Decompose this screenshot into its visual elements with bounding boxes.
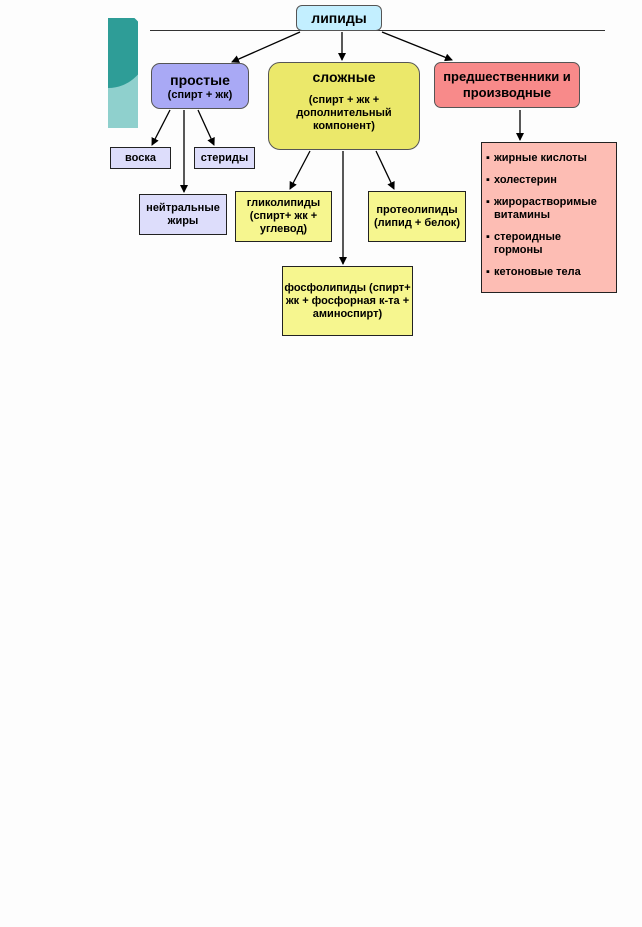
derivatives-list-item-label: кетоновые тела [494, 266, 581, 278]
decorative-circles [108, 18, 138, 128]
arrow-simple-steroids [197, 109, 215, 146]
derivatives-list-item: ▪ жирорастворимые витамины [486, 196, 612, 222]
arrow-simple-waxes [151, 109, 171, 146]
derivatives-list-item-label: стероидные гормоны [494, 231, 561, 256]
node-neutral-fats-label: нейтральные жиры [146, 201, 220, 227]
derivatives-list-item: ▪ стероидные гормоны [486, 231, 612, 257]
derivatives-list-item-label: жирные кислоты [494, 152, 587, 164]
node-glycolipids-label: гликолипиды (спирт+ жк + углевод) [246, 197, 321, 235]
decorative-circle-teal [108, 18, 138, 88]
bullet-icon: ▪ [486, 196, 490, 208]
node-complex-title: сложные [312, 69, 376, 85]
node-simple-title: простые [170, 71, 230, 88]
node-proteolipids: протеолипиды (липид + белок) [368, 191, 466, 242]
arrow-complex-proteo [375, 150, 395, 190]
derivatives-list-item: ▪ кетоновые тела [486, 266, 612, 279]
bullet-icon: ▪ [486, 266, 490, 278]
node-derivatives-title: предшественники и производные [443, 69, 571, 100]
node-complex-subtitle: (спирт + жк + дополнительный компонент) [296, 94, 392, 132]
node-steroids-label: стериды [200, 151, 249, 164]
node-lipids-label: липиды [311, 10, 367, 26]
arrow-complex-glyco [289, 150, 311, 190]
node-neutral-fats: нейтральные жиры [139, 194, 227, 235]
derivatives-list-item-label: жирорастворимые витамины [494, 196, 597, 221]
derivatives-list: ▪ жирные кислоты ▪ холестерин ▪ жирораст… [481, 142, 617, 293]
node-simple-subtitle: (спирт + жк) [167, 88, 233, 101]
arrow-root-derivatives [381, 31, 453, 62]
bullet-icon: ▪ [486, 174, 490, 186]
node-derivatives: предшественники и производные [434, 62, 580, 108]
derivatives-list-item-label: холестерин [494, 174, 557, 186]
node-complex: сложные (спирт + жк + дополнительный ком… [268, 62, 420, 150]
node-simple: простые (спирт + жк) [151, 63, 249, 109]
node-phospholipids-label: фосфолипиды (спирт+ жк + фосфорная к-та … [284, 281, 411, 320]
bullet-icon: ▪ [486, 231, 490, 243]
derivatives-list-item: ▪ холестерин [486, 174, 612, 187]
node-waxes: воска [110, 147, 171, 169]
node-waxes-label: воска [125, 151, 156, 164]
bullet-icon: ▪ [486, 152, 490, 164]
node-steroids: стериды [194, 147, 255, 169]
node-lipids: липиды [296, 5, 382, 31]
node-glycolipids: гликолипиды (спирт+ жк + углевод) [235, 191, 332, 242]
derivatives-list-item: ▪ жирные кислоты [486, 152, 612, 165]
arrow-root-simple [231, 31, 301, 63]
node-phospholipids: фосфолипиды (спирт+ жк + фосфорная к-та … [282, 266, 413, 336]
connector-arrows [151, 31, 524, 265]
node-proteolipids-label: протеолипиды (липид + белок) [374, 203, 460, 229]
